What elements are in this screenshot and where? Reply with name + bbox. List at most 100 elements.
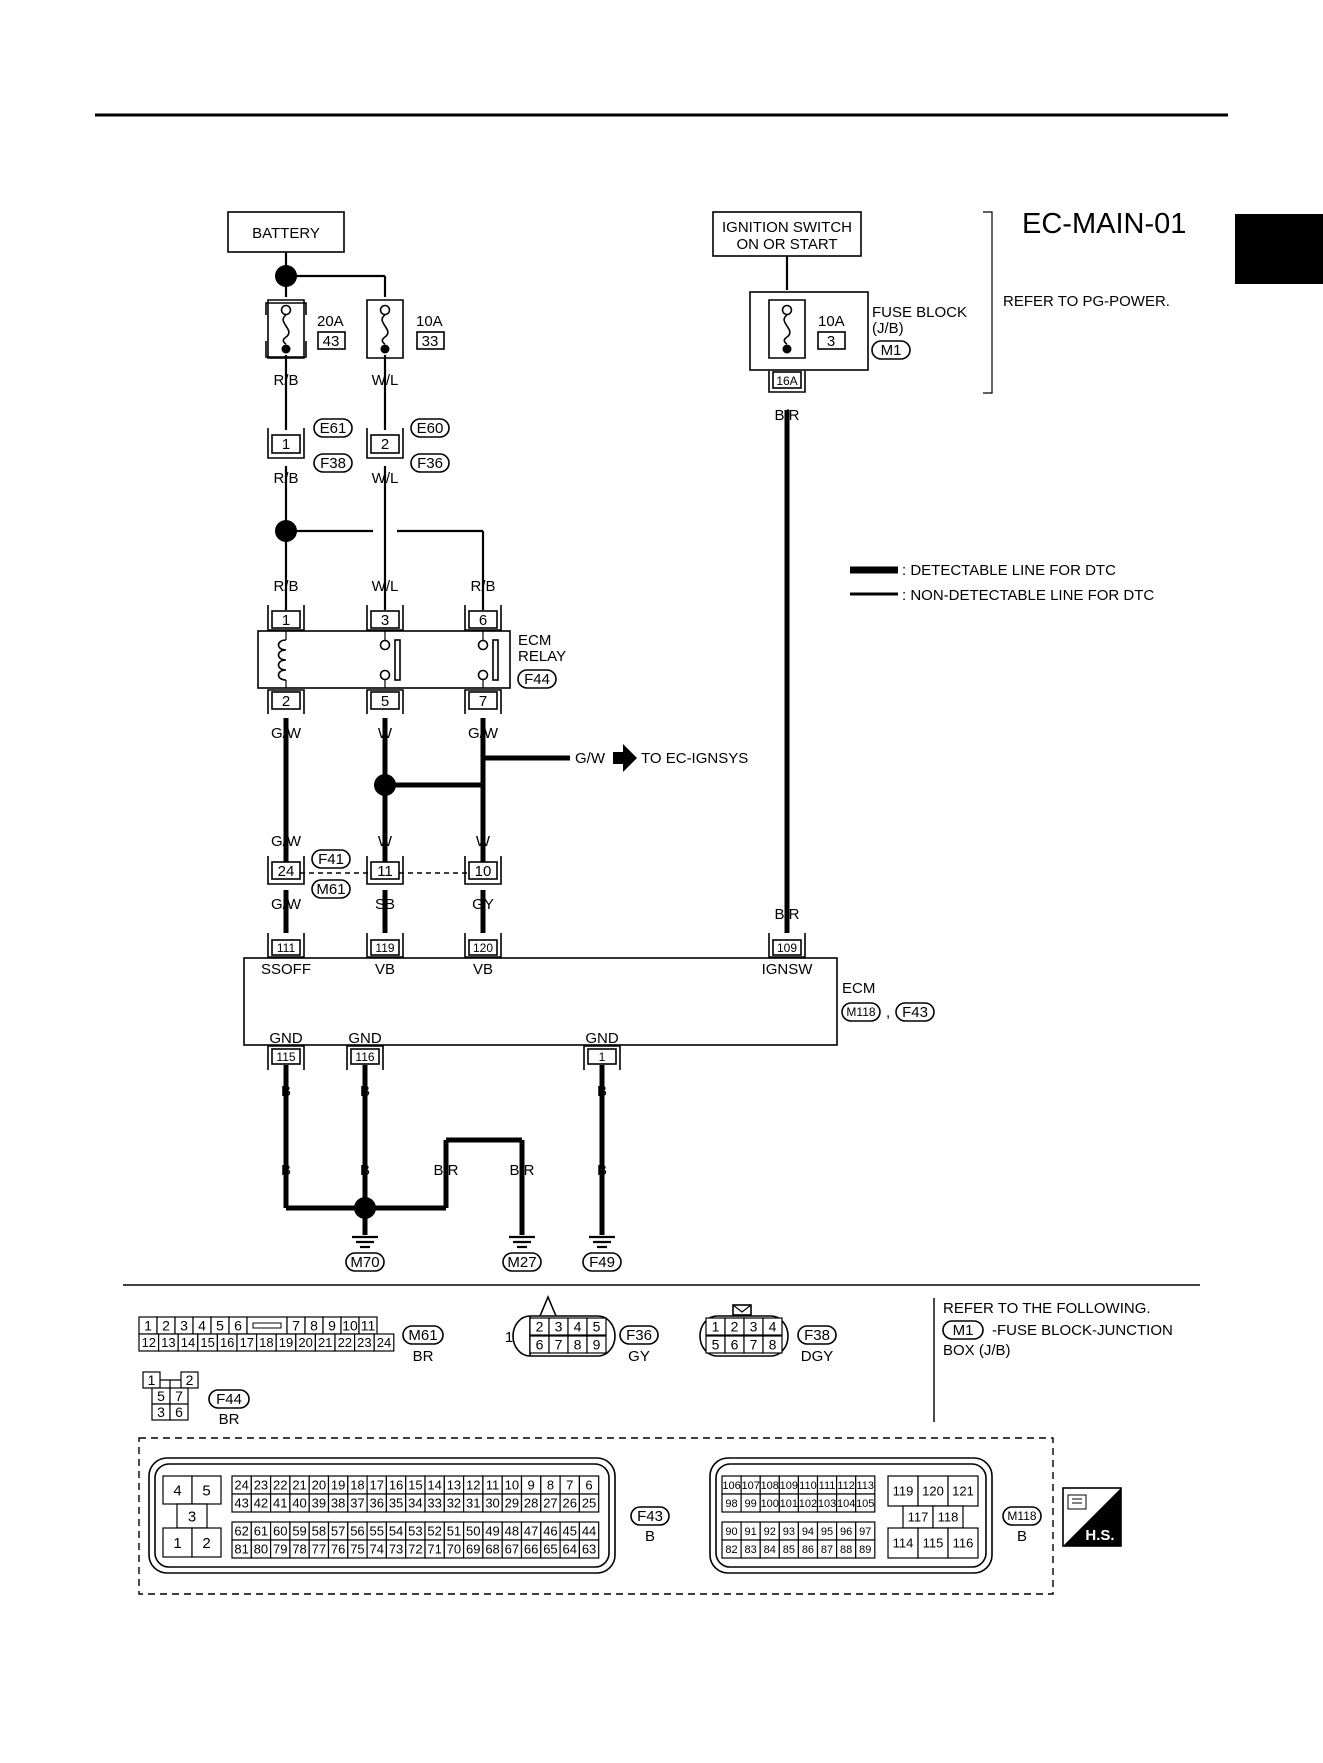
ecm-term-gnd-2: GND <box>348 1030 382 1047</box>
wire-label-rb-3: R/B <box>273 578 298 595</box>
f43-pin: 3 <box>188 1508 196 1525</box>
f43-pin: 30 <box>485 1496 499 1511</box>
conn-f43-oval <box>895 1002 935 1022</box>
f38-pin: 6 <box>731 1337 739 1353</box>
f43-face-label: F43 <box>637 1508 663 1525</box>
m61-pin: 12 <box>142 1335 156 1350</box>
f38-cell <box>762 1335 783 1354</box>
m118-cell <box>855 1539 876 1559</box>
f43-pin: 46 <box>543 1524 557 1539</box>
ecm-pin-115-label: 115 <box>276 1050 295 1064</box>
wire-label-b-6: B <box>597 1162 607 1179</box>
f38-pin: 5 <box>712 1337 720 1353</box>
m61-face-label: M61 <box>408 1327 437 1344</box>
f43-pin: 73 <box>389 1542 403 1557</box>
f43-pin: 63 <box>582 1542 596 1557</box>
conn-m70: M70 <box>350 1254 379 1271</box>
conn-m61-oval <box>311 879 351 899</box>
relay-pin-3 <box>366 605 404 631</box>
m118-pin: 114 <box>893 1536 914 1551</box>
f36-pin: 3 <box>555 1319 563 1335</box>
conn-f44-oval <box>517 669 557 689</box>
m118-pin: 103 <box>818 1498 836 1510</box>
relay-pin-2 <box>267 689 305 714</box>
ecm-pin-1-label: 1 <box>599 1050 606 1064</box>
f43-pin: 69 <box>466 1542 480 1557</box>
ecm-relay-box <box>257 630 511 689</box>
m61-pin: 7 <box>292 1318 300 1334</box>
f44-cell <box>169 1403 189 1421</box>
wire-label-b-5: B <box>360 1162 370 1179</box>
wire-label-b-1: B <box>281 1083 291 1100</box>
pg-power-bracket <box>983 211 993 394</box>
f43-pin: 28 <box>524 1496 538 1511</box>
f43-pin: 61 <box>254 1524 268 1539</box>
m118-pin: 102 <box>799 1498 817 1510</box>
ground-m70 <box>352 1235 378 1249</box>
f43-pin: 68 <box>485 1542 499 1557</box>
ecm-term-gnd-1: GND <box>269 1030 303 1047</box>
m61-pin: 10 <box>342 1318 358 1334</box>
refer-m1-oval <box>942 1320 984 1340</box>
f43-pin: 15 <box>408 1478 422 1493</box>
f43-pin: 64 <box>563 1542 577 1557</box>
ecm-term-gnd-3: GND <box>585 1030 619 1047</box>
f43-pin: 80 <box>254 1542 268 1557</box>
f43-pin: 56 <box>350 1524 364 1539</box>
fuse-20a-no-box <box>317 331 346 350</box>
fuse-block-box <box>749 291 869 371</box>
wire-label-rb-2: R/B <box>273 470 298 487</box>
m61-pin: 17 <box>240 1335 254 1350</box>
conn-m1: M1 <box>881 342 902 359</box>
m61-pin: 22 <box>338 1335 352 1350</box>
f43-pin: 13 <box>447 1478 461 1493</box>
ecm-pin-119-label: 119 <box>375 941 394 955</box>
f38-pin: 3 <box>750 1319 758 1335</box>
f36-pin: 2 <box>536 1319 544 1335</box>
wire-label-wl-3: W/L <box>372 578 399 595</box>
ground-m27 <box>509 1235 535 1249</box>
m118-pin: 91 <box>745 1526 757 1538</box>
f43-pin: 67 <box>505 1542 519 1557</box>
ecm-pin-111-label: 111 <box>277 941 296 955</box>
ecm-pin-109 <box>768 933 806 958</box>
conn-m61: M61 <box>316 881 345 898</box>
f43-pin: 9 <box>528 1478 535 1493</box>
m118-cell <box>917 1475 949 1507</box>
conn-f49-oval <box>582 1252 622 1272</box>
refer-m1-desc-1: -FUSE BLOCK-JUNCTION <box>992 1322 1173 1339</box>
fuse-10a-3 <box>768 299 806 359</box>
hs-harness-icon: H.S. <box>1062 1487 1122 1547</box>
ecm-label: ECM <box>842 980 875 997</box>
conn-e61-oval <box>313 418 353 438</box>
m118-pin: 86 <box>802 1544 814 1556</box>
conn-f38-oval <box>313 453 353 473</box>
f43-cell <box>578 1493 600 1513</box>
m118-pin: 88 <box>840 1544 852 1556</box>
f43-pin: 54 <box>389 1524 403 1539</box>
f43-pin: 81 <box>234 1542 248 1557</box>
m118-pin: 95 <box>821 1526 833 1538</box>
f38-pin: 7 <box>750 1337 758 1353</box>
fuse-block-label-2: (J/B) <box>872 320 904 337</box>
f43-pin: 29 <box>505 1496 519 1511</box>
m118-pin: 94 <box>802 1526 814 1538</box>
conn-m1-oval <box>871 340 911 360</box>
m61-pin: 9 <box>328 1318 336 1334</box>
ecm-pin-109-label: 109 <box>777 941 797 955</box>
m118-pin: 115 <box>923 1536 944 1551</box>
wire-label-br-g2: B/R <box>509 1162 534 1179</box>
relay-pin-3-label: 3 <box>381 612 389 629</box>
m61-pin: 8 <box>310 1318 318 1334</box>
m118-pin: 92 <box>764 1526 776 1538</box>
wire-label-gw-4: G/W <box>271 896 302 913</box>
pin-10 <box>464 856 502 885</box>
m118-pin: 100 <box>761 1498 779 1510</box>
m118-pin: 118 <box>938 1510 959 1525</box>
f43-pin: 19 <box>331 1478 345 1493</box>
m118-pin: 85 <box>783 1544 795 1556</box>
relay-pin-7-label: 7 <box>479 693 487 710</box>
ground-f49 <box>589 1235 615 1249</box>
section-tab <box>1235 214 1323 284</box>
